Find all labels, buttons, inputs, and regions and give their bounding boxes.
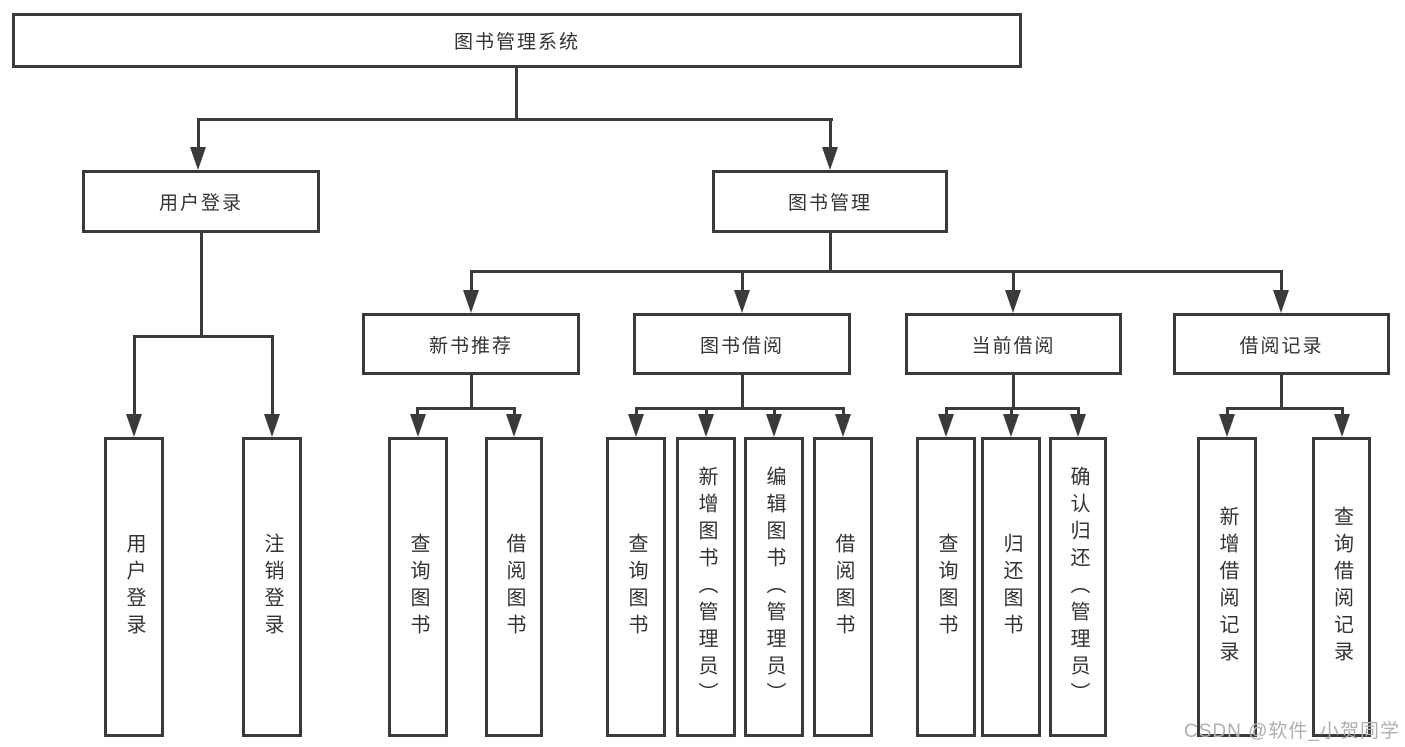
node-leaf-current-return: 归还图书 — [981, 437, 1041, 737]
node-leaf-borrow-query: 查询图书 — [606, 437, 666, 737]
node-current-borrow-label: 当前借阅 — [971, 335, 1056, 357]
arrow-down-icon — [264, 414, 280, 437]
node-borrow-record-label: 借阅记录 — [1239, 335, 1324, 357]
connector-line — [470, 270, 473, 294]
connector-line — [200, 233, 203, 335]
node-leaf-current-confirm: 确认归还（管理员） — [1049, 437, 1107, 737]
node-leaf-logout: 注销登录 — [242, 437, 302, 737]
connector-line — [197, 118, 833, 121]
arrow-down-icon — [835, 414, 851, 437]
arrow-down-icon — [126, 414, 142, 437]
connector-line — [635, 407, 845, 410]
arrow-down-icon — [190, 147, 206, 170]
node-leaf-current-query: 查询图书 — [916, 437, 976, 737]
connector-line — [842, 407, 845, 419]
arrow-down-icon — [698, 414, 714, 437]
arrow-down-icon — [1334, 414, 1350, 437]
arrow-down-icon — [506, 414, 522, 437]
arrow-down-icon — [1219, 414, 1235, 437]
connector-line — [705, 407, 708, 419]
connector-line — [133, 335, 274, 338]
node-new-book-recommend: 新书推荐 — [362, 313, 580, 375]
arrow-down-icon — [1003, 414, 1019, 437]
arrow-down-icon — [463, 290, 479, 313]
node-book-borrow: 图书借阅 — [633, 313, 851, 375]
node-leaf-borrow-edit-label: 编辑图书（管理员） — [763, 465, 785, 709]
arrow-down-icon — [1070, 414, 1086, 437]
arrow-down-icon — [628, 414, 644, 437]
node-leaf-newbook-borrow-label: 借阅图书 — [503, 533, 525, 641]
node-system-label: 图书管理系统 — [453, 32, 580, 53]
connector-line — [197, 118, 200, 150]
node-leaf-newbook-borrow: 借阅图书 — [485, 437, 543, 737]
node-leaf-record-add: 新增借阅记录 — [1197, 437, 1257, 737]
node-book-borrow-label: 图书借阅 — [699, 335, 784, 357]
connector-line — [416, 407, 516, 410]
arrow-down-icon — [766, 414, 782, 437]
connector-line — [470, 375, 473, 407]
node-leaf-borrow-add: 新增图书（管理员） — [676, 437, 736, 737]
node-leaf-user-login-label: 用户登录 — [123, 533, 145, 641]
connector-line — [271, 335, 274, 417]
connector-line — [829, 233, 832, 270]
watermark: CSDN @软件_小贺同学 — [1184, 721, 1400, 742]
arrow-down-icon — [1005, 290, 1021, 313]
connector-line — [515, 68, 518, 118]
arrow-down-icon — [410, 414, 426, 437]
node-leaf-borrow-edit: 编辑图书（管理员） — [744, 437, 804, 737]
connector-line — [829, 118, 832, 150]
node-borrow-record: 借阅记录 — [1173, 313, 1390, 375]
node-leaf-record-query: 查询借阅记录 — [1312, 437, 1371, 737]
node-leaf-user-login: 用户登录 — [104, 437, 164, 737]
connector-line — [1012, 270, 1015, 294]
node-leaf-logout-label: 注销登录 — [261, 533, 283, 641]
connector-line — [1010, 407, 1013, 419]
node-leaf-newbook-query-label: 查询图书 — [407, 533, 429, 641]
node-leaf-current-query-label: 查询图书 — [935, 533, 957, 641]
connector-line — [416, 407, 419, 419]
node-leaf-borrow-add-label: 新增图书（管理员） — [695, 465, 717, 709]
node-leaf-record-add-label: 新增借阅记录 — [1216, 506, 1238, 668]
connector-line — [1341, 407, 1344, 419]
node-leaf-current-return-label: 归还图书 — [1000, 533, 1022, 641]
node-user-login-label: 用户登录 — [158, 193, 243, 214]
node-leaf-borrow-borrow-label: 借阅图书 — [832, 533, 854, 641]
arrow-down-icon — [822, 147, 838, 170]
arrow-down-icon — [734, 290, 750, 313]
connector-line — [1226, 407, 1344, 410]
arrow-down-icon — [938, 414, 954, 437]
node-book-management-label: 图书管理 — [787, 193, 872, 214]
connector-line — [741, 270, 744, 294]
node-leaf-borrow-query-label: 查询图书 — [625, 533, 647, 641]
connector-line — [741, 375, 744, 407]
connector-line — [1012, 375, 1015, 407]
node-new-book-recommend-label: 新书推荐 — [428, 335, 513, 357]
connector-line — [1280, 270, 1283, 294]
connector-line — [1077, 407, 1080, 419]
connector-line — [1280, 375, 1283, 407]
connector-line — [773, 407, 776, 419]
node-user-login: 用户登录 — [82, 170, 320, 233]
node-system: 图书管理系统 — [12, 13, 1022, 68]
arrow-down-icon — [1273, 290, 1289, 313]
node-leaf-newbook-query: 查询图书 — [388, 437, 448, 737]
node-leaf-current-confirm-label: 确认归还（管理员） — [1067, 465, 1089, 709]
connector-line — [1226, 407, 1229, 419]
node-leaf-record-query-label: 查询借阅记录 — [1330, 506, 1353, 668]
connector-line — [635, 407, 638, 419]
node-book-management: 图书管理 — [712, 170, 948, 233]
connector-line — [133, 335, 136, 417]
connector-line — [945, 407, 948, 419]
node-current-borrow: 当前借阅 — [905, 313, 1122, 375]
connector-line — [513, 407, 516, 419]
connector-line — [470, 270, 1282, 273]
node-leaf-borrow-borrow: 借阅图书 — [813, 437, 873, 737]
